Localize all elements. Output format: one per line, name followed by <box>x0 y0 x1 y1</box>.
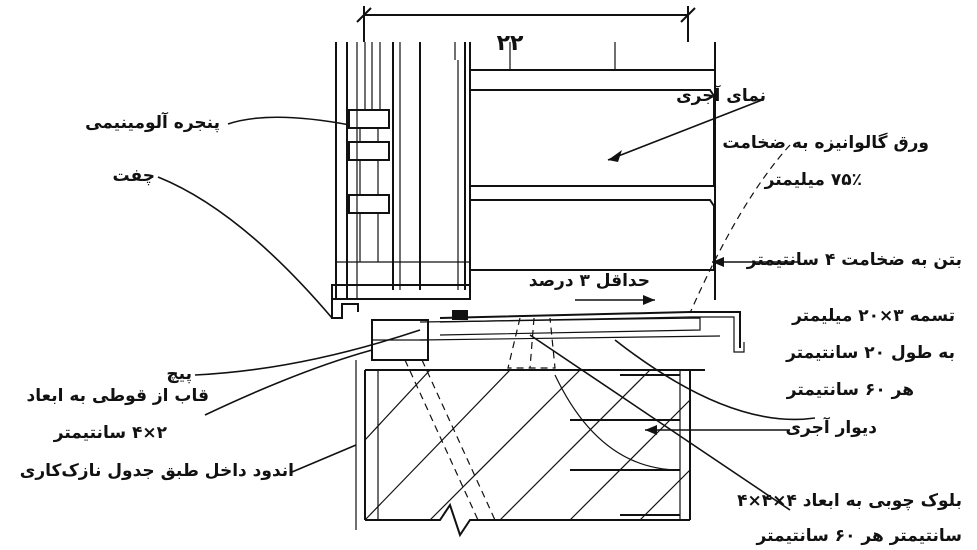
label-strap-3: هر ۶۰ سانتیمتر <box>786 380 914 400</box>
label-aluminum-window: پنجره آلومینیمی <box>85 113 220 133</box>
label-gasket: چفت <box>112 166 155 186</box>
label-screw: پیچ <box>166 364 192 384</box>
label-galvanized-sheet-2: ۷۵٪ میلیمتر <box>764 170 862 190</box>
label-min-slope: حداقل ۳ درصد <box>528 271 650 291</box>
label-brick-facade: نمای آجری <box>676 86 766 106</box>
label-strap-2: به طول ۲۰ سانتیمتر <box>786 343 955 363</box>
label-concrete: بتن به ضخامت ۴ سانتیمتر <box>746 250 962 270</box>
label-plaster: اندود داخل طبق جدول نازک‌کاری <box>19 461 294 481</box>
label-box-frame-1: قاب از قوطی به ابعاد <box>26 386 210 406</box>
leader-lines <box>157 99 816 511</box>
brick-wall <box>355 360 705 538</box>
sill-assembly <box>371 310 745 521</box>
label-strap-1: تسمه ۳×۲۰ میلیمتر <box>792 306 955 326</box>
label-brick-wall: دیوار آجری <box>785 418 877 438</box>
label-galvanized-sheet-1: ورق گالوانیزه به ضخامت <box>722 133 929 153</box>
label-box-frame-2: ۲×۴ سانتیمتر <box>53 423 167 443</box>
label-wood-block-1: بلوک چوبی به ابعاد ۴×۴×۴ <box>737 491 962 511</box>
label-wood-block-2: سانتیمتر هر ۶۰ سانتیمتر <box>756 526 962 546</box>
aluminum-window-frame <box>331 42 471 319</box>
brick-facade <box>469 42 716 300</box>
dimension-line: ۲۲ <box>356 6 696 56</box>
